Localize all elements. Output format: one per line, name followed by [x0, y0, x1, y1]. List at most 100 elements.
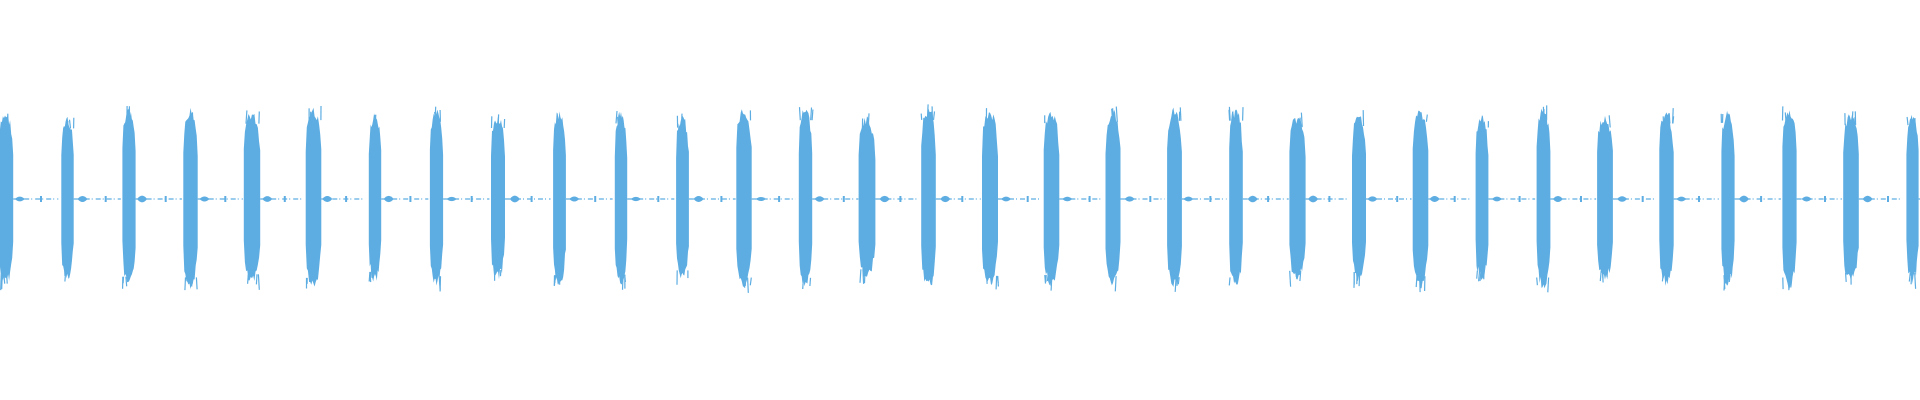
burst-envelope: [1659, 112, 1674, 287]
burst-envelope: [491, 116, 505, 280]
waveform-burst: [1843, 111, 1903, 285]
burst-spike: [743, 277, 746, 288]
low-level-blip: [940, 195, 951, 203]
burst-spike: [617, 116, 619, 124]
burst-spike: [930, 278, 933, 286]
low-level-blip: [569, 196, 580, 202]
burst-spike: [66, 121, 69, 129]
burst-spike: [1601, 270, 1604, 283]
waveform-burst: [429, 106, 490, 292]
burst-spike: [1228, 277, 1231, 286]
burst-spike: [0, 274, 2, 291]
waveform-burst: [1167, 107, 1227, 292]
burst-spike: [683, 120, 686, 128]
burst-spike: [369, 271, 372, 283]
burst-envelope: [0, 114, 14, 281]
burst-envelope: [61, 116, 74, 279]
burst-spike: [68, 119, 72, 129]
burst-spike: [195, 277, 198, 290]
burst-spike: [247, 274, 249, 284]
burst-spike: [1300, 112, 1303, 128]
low-level-blip: [630, 196, 641, 202]
burst-envelope: [1412, 110, 1429, 288]
burst-spike: [749, 277, 752, 286]
burst-spike: [1425, 114, 1428, 122]
burst-spike: [257, 274, 260, 290]
burst-spike: [1608, 115, 1611, 128]
burst-spike: [932, 111, 936, 120]
waveform-burst: [1906, 114, 1920, 289]
waveform-layer: [0, 104, 1920, 293]
burst-spike: [1228, 106, 1231, 121]
waveform-burst: [183, 107, 243, 291]
burst-spike: [802, 277, 805, 290]
waveform-burst: [368, 113, 429, 283]
low-level-blip: [1617, 196, 1628, 202]
burst-spike: [1723, 275, 1726, 289]
burst-spike: [867, 113, 870, 129]
waveform-burst: [305, 105, 366, 289]
waveform-burst: [736, 109, 796, 293]
low-level-blip: [14, 196, 25, 202]
burst-spike: [497, 114, 500, 129]
burst-spike: [1358, 271, 1361, 287]
waveform-burst: [122, 105, 182, 289]
waveform-burst: [1659, 108, 1719, 287]
low-level-blip: [1862, 195, 1873, 203]
burst-envelope: [1906, 114, 1919, 284]
burst-spike: [184, 277, 187, 291]
low-level-blip: [1001, 196, 1012, 202]
burst-spike: [255, 274, 258, 285]
burst-spike: [862, 269, 865, 284]
burst-spike: [1115, 106, 1118, 122]
low-level-blip: [693, 196, 704, 202]
burst-spike: [1845, 272, 1847, 282]
burst-spike: [1906, 116, 1909, 126]
burst-spike: [1044, 274, 1047, 284]
burst-spike: [1478, 270, 1481, 282]
low-level-blip: [1308, 195, 1319, 203]
low-level-blip: [446, 196, 457, 202]
waveform-burst: [858, 113, 919, 284]
burst-spike: [1599, 270, 1602, 282]
waveform-burst: [243, 110, 304, 290]
low-level-blip: [1062, 196, 1073, 202]
low-level-blip: [77, 196, 88, 202]
burst-envelope: [982, 112, 998, 286]
burst-spike: [1672, 108, 1674, 124]
burst-envelope: [1229, 109, 1243, 286]
burst-envelope: [1843, 114, 1859, 282]
waveform-burst: [61, 116, 121, 282]
burst-envelope: [1475, 115, 1489, 280]
burst-spike: [1046, 274, 1049, 282]
burst-envelope: [553, 111, 566, 285]
burst-spike: [1415, 276, 1418, 288]
burst-spike: [1728, 275, 1731, 283]
burst-spike: [1479, 270, 1482, 282]
burst-envelope: [305, 107, 322, 287]
burst-envelope: [429, 109, 444, 286]
burst-spike: [863, 269, 866, 284]
burst-envelope: [1352, 116, 1366, 282]
burst-spike: [1050, 274, 1053, 291]
low-level-blip: [755, 196, 766, 202]
burst-envelope: [1721, 110, 1735, 286]
waveform-burst: [920, 104, 981, 286]
low-level-blip: [1676, 196, 1687, 202]
burst-envelope: [858, 116, 876, 278]
waveform-burst: [798, 107, 859, 290]
low-level-blip: [1429, 196, 1440, 202]
waveform-burst: [1536, 105, 1597, 293]
burst-spike: [809, 277, 812, 287]
low-level-blip: [137, 195, 148, 203]
burst-spike: [1784, 112, 1787, 121]
burst-envelope: [1536, 108, 1551, 289]
low-level-blip: [1183, 196, 1194, 202]
burst-spike: [1547, 277, 1550, 293]
burst-envelope: [1043, 111, 1060, 286]
burst-spike: [926, 104, 929, 120]
low-level-blip: [1738, 195, 1749, 203]
low-level-blip: [1247, 195, 1258, 203]
burst-envelope: [1167, 107, 1182, 287]
